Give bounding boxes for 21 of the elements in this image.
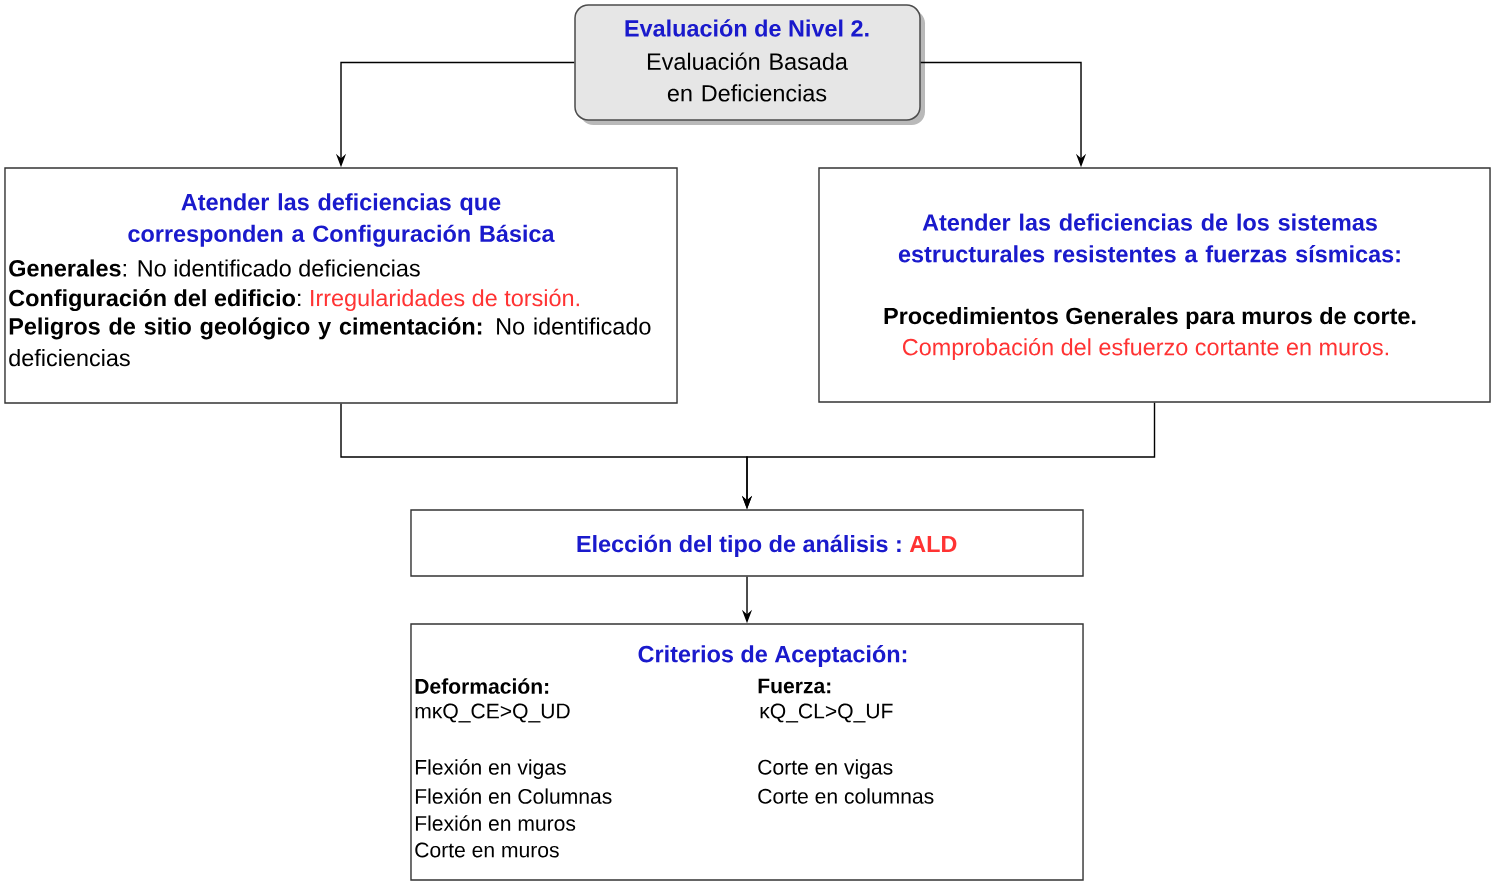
box-heading: Atender las deficiencias que corresponden a Configuración Básica	[128, 193, 555, 247]
box-heading: Criterios de Aceptación:	[638, 645, 907, 668]
body-text: Generales: No identificado deficiencias	[9, 259, 420, 277]
body-text: Configuración del edificio:	[9, 288, 301, 312]
list-item: Flexión en Columnas	[415, 788, 612, 804]
list-item: Flexión en vigas	[415, 759, 566, 779]
list-item: Corte en vigas	[758, 759, 893, 779]
list-item: Corte en columnas	[758, 788, 934, 804]
list-item: Corte en muros	[415, 842, 559, 858]
box-heading: Elección del tipo de análisis :	[577, 534, 901, 557]
highlighted-text: ALD	[909, 535, 957, 552]
column-heading: Fuerza:	[758, 678, 831, 694]
highlighted-text: Comprobación del esfuerzo cortante en muros.	[903, 337, 1388, 361]
body-text: Peligros de sitio geológico y cimentación: No identificado deficiencias	[9, 317, 651, 367]
highlighted-text: Irregularidades de torsión.	[311, 288, 579, 311]
body-text: Procedimientos Generales para muros de corte.	[884, 307, 1416, 329]
formula-text: mκQ_CE>Q_UD	[415, 703, 570, 723]
box-heading: Atender las deficiencias de los sistemas estructurales resistentes a fuerzas sísmicas:	[898, 213, 1400, 263]
column-heading: Deformación:	[415, 678, 549, 694]
formula-text: κQ_CL>Q_UF	[760, 703, 893, 723]
list-item: Flexión en muros	[415, 815, 576, 831]
